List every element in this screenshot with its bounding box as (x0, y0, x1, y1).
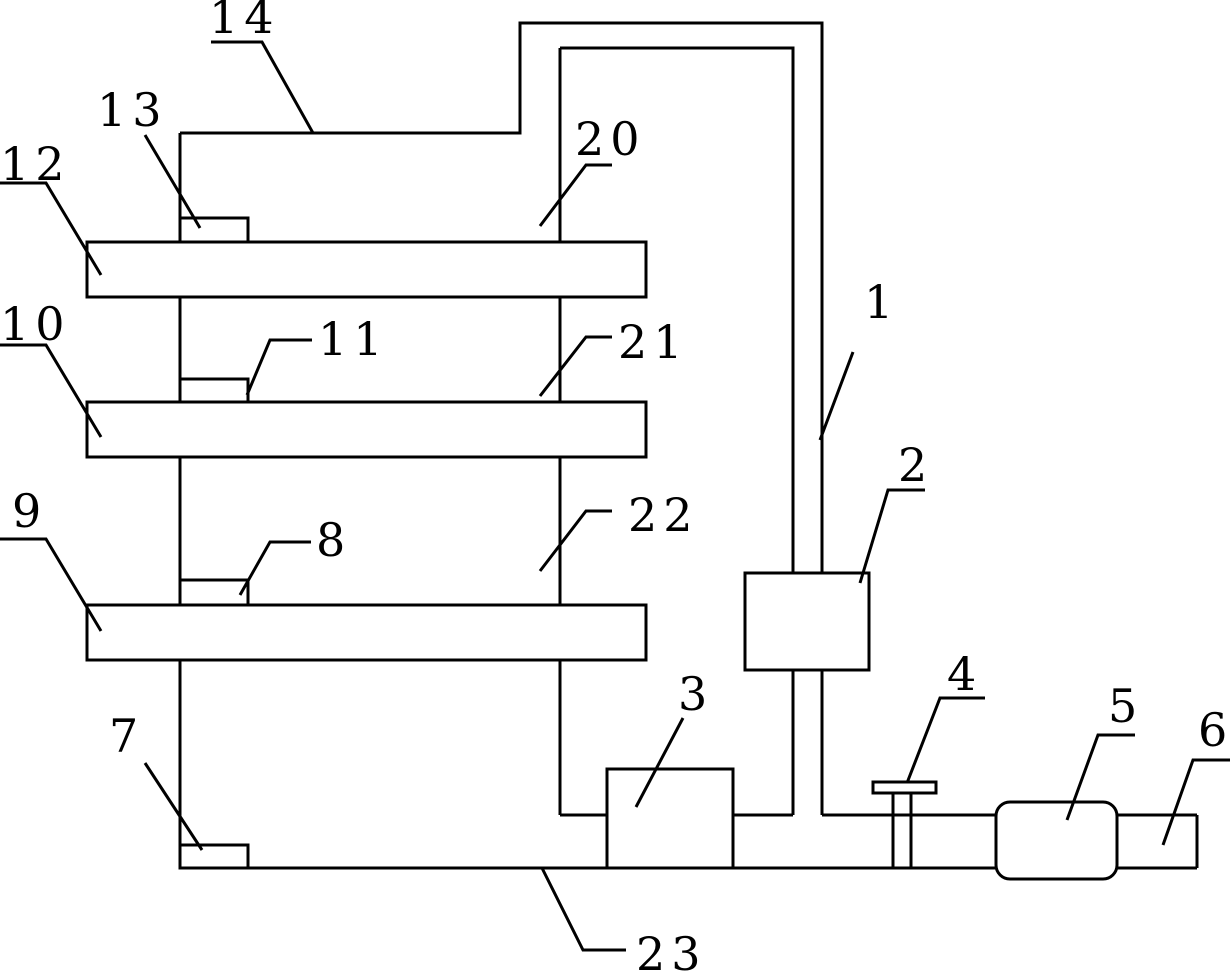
label-10: 10 (0, 297, 71, 351)
shelf-9 (85, 603, 648, 662)
shelf-12 (85, 240, 648, 299)
label-6: 6 (1198, 703, 1232, 757)
motor-5 (994, 800, 1119, 881)
leader-11 (245, 338, 312, 396)
label-21: 21 (618, 315, 689, 369)
nozzle-7 (178, 843, 250, 870)
leader-13 (143, 134, 202, 229)
label-1: 1 (864, 275, 899, 329)
label-8: 8 (316, 513, 351, 567)
label-22: 22 (628, 488, 699, 542)
leader-23 (540, 867, 626, 952)
nozzle-11 (178, 377, 250, 404)
leader-22 (538, 509, 612, 572)
label-11: 11 (318, 312, 389, 366)
leader-6 (1161, 758, 1230, 846)
leader-8 (238, 540, 311, 596)
label-3: 3 (678, 667, 713, 721)
leader-5 (1065, 733, 1135, 821)
label-7: 7 (109, 709, 144, 763)
leader-21 (538, 335, 612, 397)
label-5: 5 (1108, 679, 1143, 733)
valve-4-handle (871, 780, 938, 795)
label-13: 13 (97, 83, 168, 137)
nozzle-13 (178, 216, 250, 244)
leader-4 (905, 696, 985, 784)
return-duct-inner (560, 46, 795, 573)
unit-2 (743, 571, 871, 672)
label-23: 23 (636, 927, 707, 972)
leader-3 (634, 717, 685, 808)
nozzle-8 (178, 578, 250, 607)
leader-1 (818, 351, 855, 441)
unit-3 (605, 767, 735, 870)
label-9: 9 (12, 484, 47, 538)
label-20: 20 (575, 112, 646, 166)
leader-12 (0, 181, 103, 276)
leader-14 (211, 40, 315, 134)
label-4: 4 (947, 647, 982, 701)
label-2: 2 (898, 438, 933, 492)
leader-2 (858, 488, 925, 584)
leader-7 (143, 762, 204, 851)
shelf-10 (85, 400, 648, 459)
label-12: 12 (0, 137, 71, 191)
top-duct-14 (180, 21, 824, 573)
leader-10 (0, 343, 103, 438)
leader-20 (538, 163, 612, 227)
leader-9 (0, 537, 103, 632)
label-14: 14 (209, 0, 280, 44)
